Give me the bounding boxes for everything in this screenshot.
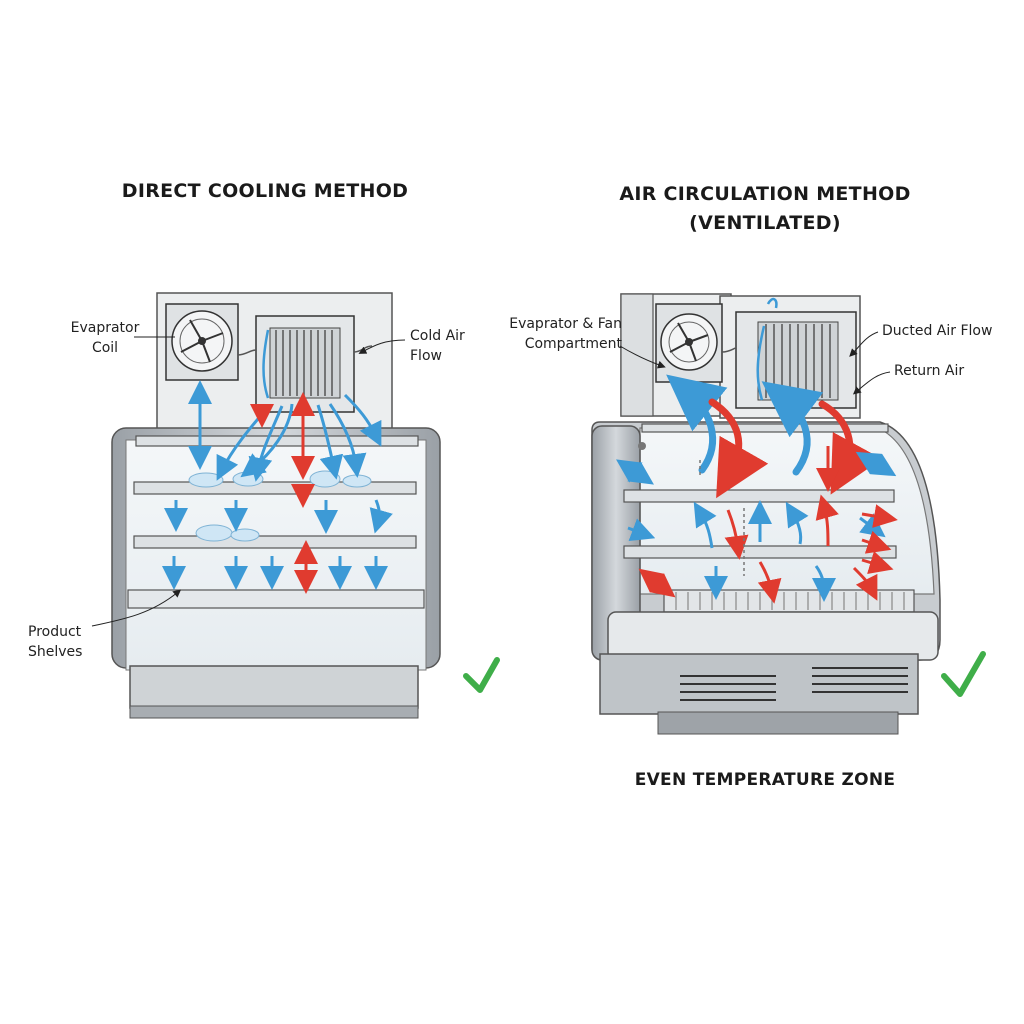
- ducted-air-flow-label: Ducted Air Flow: [882, 323, 993, 339]
- return-leader-line: [852, 371, 891, 395]
- air-circulation-unit: [591, 293, 986, 735]
- fan-icon: [165, 303, 239, 381]
- cold-air-arrow: [616, 451, 897, 602]
- cold-air-arrow: [666, 374, 824, 476]
- shelf: [127, 589, 425, 609]
- fan-icon: [655, 303, 723, 383]
- return-air-grille: [663, 589, 915, 613]
- evaporator-coil-icon: [735, 297, 857, 409]
- left-title: DIRECT COOLING METHOD: [121, 180, 409, 202]
- ducted-leader-line: [849, 331, 879, 357]
- cold-air-flow-label: Cold Air Flow: [410, 328, 465, 364]
- shelf: [133, 535, 417, 549]
- shelf: [623, 489, 895, 503]
- shelf: [641, 423, 889, 433]
- evaporator-coil-label: Evaprator Coil: [70, 320, 140, 356]
- evaporator-coil-icon: [255, 315, 355, 413]
- right-title-line2: (VENTILATED): [689, 212, 841, 234]
- return-air-label: Return Air: [894, 363, 965, 379]
- warm-air-arrow: [638, 446, 898, 604]
- direct-cooling-unit: [91, 292, 500, 719]
- shelves-leader-line: [91, 589, 182, 627]
- warm-air-arrow: [250, 392, 318, 594]
- right-title-line1: AIR CIRCULATION METHOD: [619, 183, 911, 205]
- checkmark-icon: [941, 651, 986, 697]
- even-temperature-caption: EVEN TEMPERATURE ZONE: [634, 770, 896, 790]
- cold-air-leader-line: [358, 339, 406, 354]
- shelf: [133, 481, 417, 495]
- cold-air-arrow: [162, 380, 393, 590]
- checkmark-icon: [463, 657, 500, 693]
- curved-glass-front: [639, 427, 935, 595]
- warm-air-arrow: [708, 398, 882, 499]
- compartment-leader-line: [619, 345, 666, 369]
- shelf: [623, 545, 897, 559]
- cabinet-base: [129, 665, 419, 709]
- vent-slots: [680, 667, 908, 701]
- right-title: AIR CIRCULATION METHOD (VENTILATED): [600, 180, 930, 238]
- compartment-label: Evaprator & Fan Compartment: [509, 316, 622, 352]
- product-shelves-label: Product Shelves: [28, 624, 83, 660]
